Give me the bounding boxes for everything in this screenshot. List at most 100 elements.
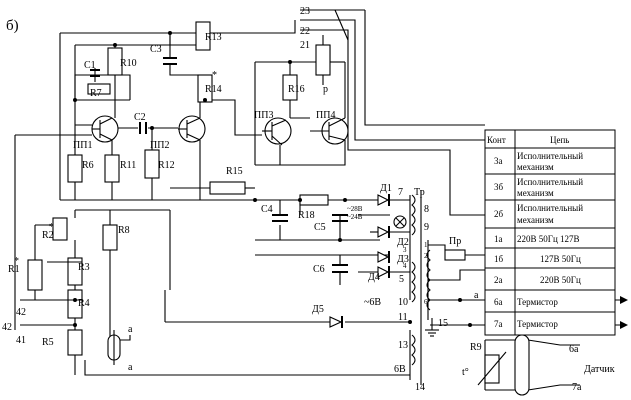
resistor-r15 — [209, 181, 246, 195]
jack-label-a-under: а — [128, 362, 133, 373]
terminal-42-left: 42 — [2, 322, 12, 333]
capacitor-label-c5: C5 — [314, 222, 326, 233]
resistor-label-r6: R6 — [82, 160, 94, 171]
tr-pin-11: 11 — [398, 312, 408, 323]
fuse: Пр — [444, 236, 466, 261]
resistor-label-r5: R5 — [42, 337, 54, 348]
table-row-circuit-2: механизм — [517, 215, 554, 225]
table-row-circuit: Термистор — [517, 297, 558, 307]
transformer: Тр 7 8 9 1 2 3 4 5 6 10 11 13 14 15 ~6В … — [364, 187, 448, 393]
diode-d2 — [377, 226, 390, 238]
connector-table-frame — [484, 129, 616, 336]
ground-icon — [425, 329, 439, 337]
table-row-circuit: 127В 50Гц — [540, 254, 581, 264]
fuse-label: Пр — [449, 236, 461, 247]
capacitor-c2 — [139, 122, 147, 134]
junctions — [73, 31, 472, 327]
table-row-contact: 2б — [494, 209, 504, 219]
relay-contact-22: 22 — [300, 26, 310, 37]
resistor-r5 — [67, 329, 83, 356]
lamp-voltage-24: ~24В — [347, 213, 363, 221]
sensor-body — [514, 334, 530, 396]
resistor-r13 — [195, 21, 211, 51]
sensor-terminal-6a: 6а — [569, 344, 579, 355]
capacitor-label-c4: C4 — [261, 204, 273, 215]
terminal-41: 41 — [16, 335, 26, 346]
sensor-temp-symbol: t° — [462, 367, 469, 378]
table-header-circuit: Цепь — [550, 135, 569, 145]
table-row-contact: 6а — [494, 297, 503, 307]
table-row-contact: 1б — [494, 254, 504, 264]
diode-d4 — [377, 266, 390, 278]
table-header-contact: Конт — [487, 135, 506, 145]
resistor-r3 — [67, 257, 83, 286]
transistor-label-pp1: ПП1 — [73, 140, 92, 151]
thermistor-slash — [477, 351, 507, 386]
relay: р 23 22 21 — [300, 6, 331, 95]
table-row-circuit: Исполнительный — [517, 203, 583, 213]
resistor-label-r2: R2 — [42, 230, 54, 241]
table-row-circuit: Исполнительный — [517, 177, 583, 187]
tr-pin-13: 13 — [398, 340, 408, 351]
resistor-label-r13: R13 — [205, 32, 222, 43]
jack-label-a: а — [128, 324, 133, 335]
resistor-r1 — [27, 259, 43, 291]
diode-label-d3: Д3 — [397, 254, 409, 265]
resistor-label-r18: R18 — [298, 210, 315, 221]
winding-lower — [411, 261, 416, 303]
winding-upper — [411, 194, 416, 236]
tr-pin-2: 2 — [424, 252, 428, 260]
resistor-r7 — [87, 83, 111, 95]
tr-pin-4: 4 — [403, 262, 407, 270]
sensor-label: Датчик — [584, 364, 615, 375]
capacitors: C1 C2 C3 C4 C5 C6 — [84, 44, 348, 275]
fuse-body — [444, 249, 466, 261]
trim-mark-r2: * — [49, 222, 54, 233]
resistor-label-r15: R15 — [226, 166, 243, 177]
table-terminal-a: а — [474, 290, 479, 301]
diode-label-d2: Д2 — [397, 237, 409, 248]
diode-d1 — [377, 194, 390, 206]
tr-pin-15: 15 — [438, 318, 448, 329]
transistor-pp2 — [178, 115, 206, 143]
winding-6v — [411, 334, 416, 366]
terminal-42-top: 42 — [16, 307, 26, 318]
table-row-circuit: 220В 50Гц — [540, 275, 581, 285]
resistor-label-r1: R1 — [8, 264, 20, 275]
capacitor-c5 — [332, 214, 348, 222]
table-row-contact: 3а — [494, 156, 503, 166]
resistors: R10 R13 R14 * R7 R6 R11 R12 R15 R16 R18 … — [8, 21, 507, 386]
resistor-label-r4: R4 — [78, 298, 90, 309]
resistor-r6 — [67, 154, 83, 183]
terminals: 42 42 41 а а а — [2, 290, 479, 373]
tr-pin-9: 9 — [424, 222, 429, 233]
table-row-circuit: Исполнительный — [517, 151, 583, 161]
transistor-label-pp3: ПП3 — [254, 110, 273, 121]
capacitor-c4 — [272, 214, 288, 222]
transistor-pp1 — [91, 115, 119, 143]
diode-label-d4: Д4 — [368, 272, 380, 283]
diode-d3 — [377, 251, 390, 263]
relay-coil — [315, 44, 331, 76]
resistor-r4 — [67, 289, 83, 319]
resistor-r11 — [104, 154, 120, 183]
tr-pin-8: 8 — [424, 204, 429, 215]
tr-pin-14: 14 — [415, 382, 425, 393]
tr-pin-5: 5 — [399, 274, 404, 285]
resistor-label-r12: R12 — [158, 160, 175, 171]
winding-primary — [426, 249, 431, 311]
wiring — [14, 9, 620, 391]
resistor-label-r9: R9 — [470, 342, 482, 353]
diode-label-d5: Д5 — [312, 304, 324, 315]
capacitor-c6 — [332, 264, 348, 273]
transistor-label-pp4: ПП4 — [316, 110, 335, 121]
tr-pin-3: 3 — [403, 246, 407, 254]
jack-connector — [107, 330, 121, 365]
table-row-circuit: Термистор — [517, 319, 558, 329]
winding-6v-label: ~6В — [364, 297, 381, 308]
tr-pin-10: 10 — [398, 297, 408, 308]
transformer-label: Тр — [414, 187, 425, 198]
capacitor-c1 — [90, 69, 100, 77]
tr-pin-1: 1 — [424, 241, 428, 249]
resistor-r8 — [102, 224, 118, 251]
